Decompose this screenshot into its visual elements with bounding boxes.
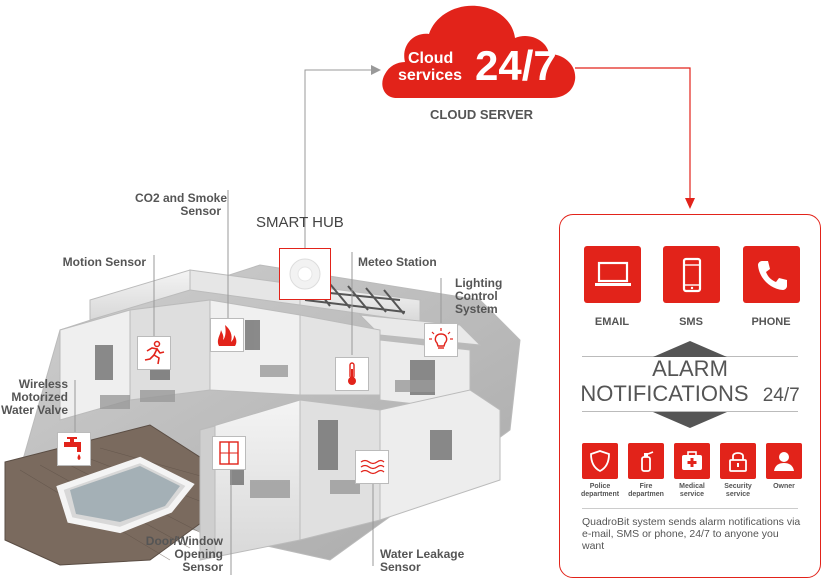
alarm-notifications-text: NOTIFICATIONS (580, 381, 749, 406)
cloud-label-line1: Cloud (408, 50, 454, 67)
water-valve-sensor[interactable] (57, 432, 91, 466)
sms-label: SMS (679, 316, 703, 328)
smartphone-icon (682, 257, 701, 292)
security-tile[interactable] (720, 443, 756, 479)
alarm-notifications-panel: EMAIL SMS PHONE ALARM NOTIFICATIONS 24/7 (559, 214, 821, 578)
hub-to-cloud-arrow (371, 65, 381, 75)
meteo-station-label: Meteo Station (358, 255, 437, 269)
triangle-down-icon (653, 412, 727, 428)
padlock-icon (729, 452, 747, 472)
alarm-heading-line2: NOTIFICATIONS 24/7 (560, 382, 820, 408)
fire-extinguisher-icon (641, 451, 654, 472)
cloud-shape (382, 5, 576, 98)
phone-channel-tile[interactable] (743, 246, 800, 303)
window-icon (219, 441, 239, 465)
person-icon (774, 452, 794, 471)
water-tap-icon (64, 437, 81, 460)
door-window-sensor[interactable] (212, 436, 246, 470)
cloud-to-panel-line (575, 67, 691, 200)
motion-sensor-label: Motion Sensor (62, 255, 146, 269)
cloud-label-line2: services (398, 67, 463, 84)
divider-description (582, 508, 798, 509)
alarm-hours-text: 24/7 (762, 385, 800, 406)
medical-tile[interactable] (674, 443, 710, 479)
light-bulb-icon (429, 328, 453, 349)
flame-icon (217, 325, 237, 346)
shield-icon (590, 450, 610, 473)
running-person-icon (144, 340, 165, 365)
email-channel-tile[interactable] (584, 246, 641, 303)
laptop-icon (594, 261, 631, 286)
water-leakage-sensor[interactable] (355, 450, 389, 484)
motion-sensor[interactable] (137, 336, 171, 370)
triangle-up-icon (653, 341, 727, 357)
water-waves-icon (360, 459, 385, 475)
smart-hub-label: SMART HUB (256, 214, 344, 231)
co2-smoke-sensor[interactable] (210, 318, 244, 352)
owner-label: Owner (773, 483, 795, 490)
cloud-to-panel-arrow (685, 198, 695, 209)
lighting-control-sensor[interactable] (424, 323, 458, 357)
thermometer-icon (348, 362, 356, 385)
phone-label: PHONE (751, 316, 791, 328)
smart-hub-device[interactable] (279, 248, 331, 300)
hub-to-cloud-line (304, 69, 373, 248)
alarm-heading-line1: ALARM (652, 356, 728, 381)
sms-channel-tile[interactable] (663, 246, 720, 303)
hub-icon (289, 258, 321, 290)
email-label: EMAIL (594, 316, 630, 328)
police-tile[interactable] (582, 443, 618, 479)
divider-bottom (582, 411, 798, 412)
panel-description: QuadroBit system sends alarm notificatio… (582, 516, 801, 552)
cloud-hours: 24/7 (475, 42, 557, 89)
fire-tile[interactable] (628, 443, 664, 479)
medical-kit-icon (682, 451, 702, 470)
meteo-station-sensor[interactable] (335, 357, 369, 391)
owner-tile[interactable] (766, 443, 802, 479)
cloud-server-label: CLOUD SERVER (430, 107, 534, 122)
phone-icon (757, 260, 787, 290)
